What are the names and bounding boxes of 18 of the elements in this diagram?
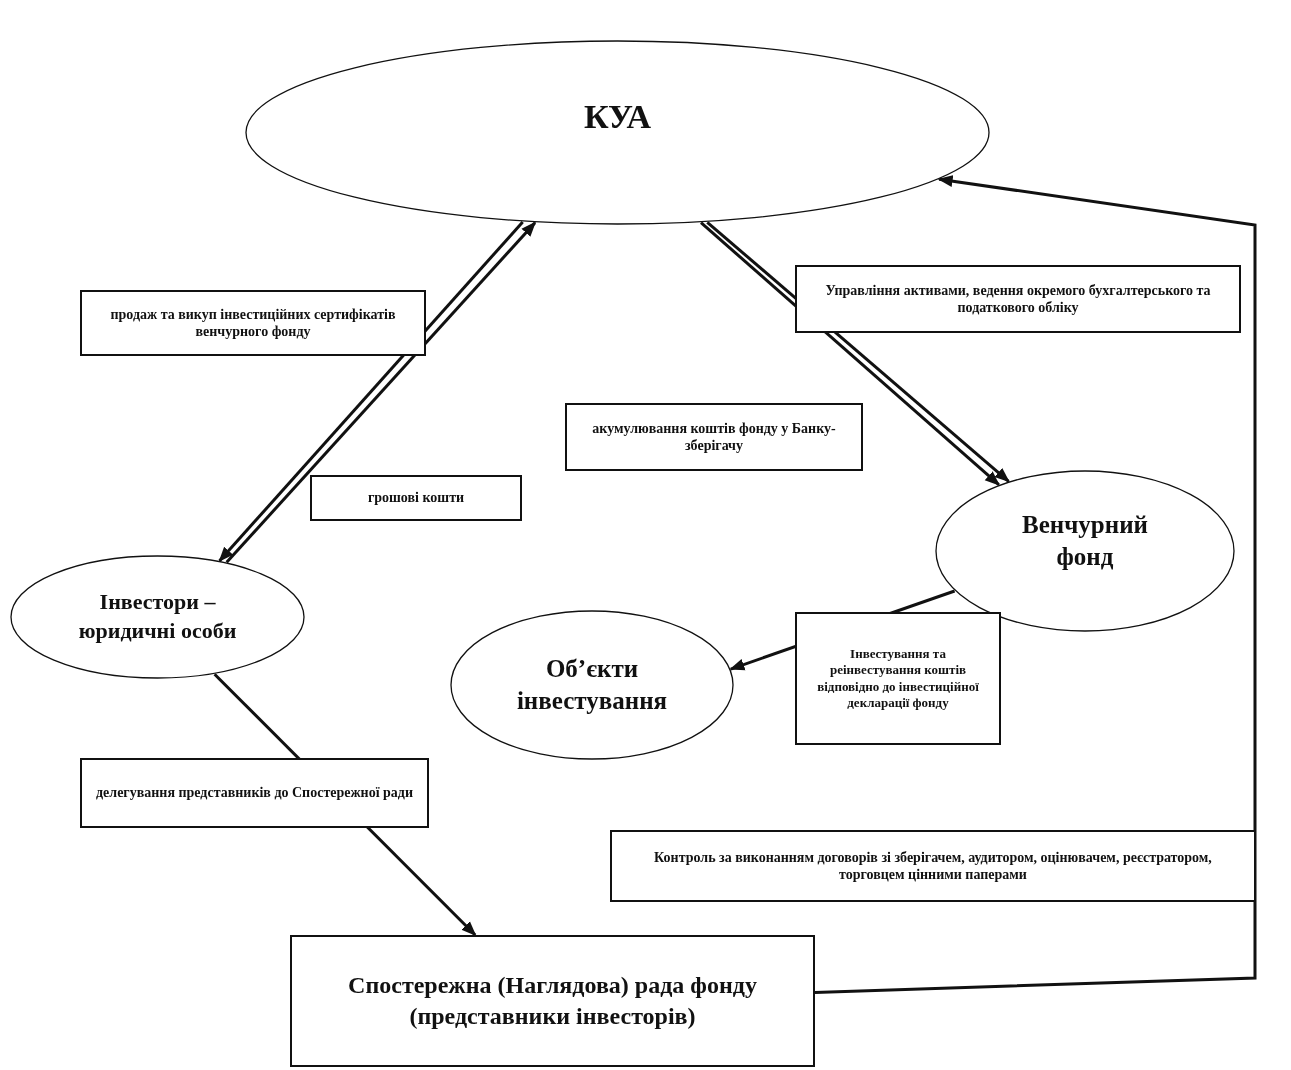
arrow <box>814 175 1257 994</box>
node-label: Спостережна (Наглядова) рада фонду (представники інвесторів) <box>347 970 758 1031</box>
edge-label: грошові кошти <box>310 475 522 521</box>
node-label: Об’єкти інвестування <box>515 653 669 716</box>
process-box <box>290 935 815 1067</box>
ellipse-node <box>245 40 990 225</box>
edge-label: акумулювання коштів фонду у Банку-зберігачу <box>565 403 863 471</box>
node-label: Інвестори – юридичні особи <box>77 588 238 645</box>
node-label: КУА <box>584 97 651 138</box>
edge-label: Контроль за виконанням договорів зі зберігачем, аудитором, оцінювачем, реєстратором, торговцем цінними паперами <box>610 830 1256 902</box>
ellipse-node <box>10 555 305 679</box>
edge-label: Інвестування та реінвестування коштів відповідно до інвестиційної декларації фонду <box>795 612 1001 745</box>
ellipse-node <box>935 470 1235 632</box>
ellipse-node <box>450 610 734 760</box>
edge-label: делегування представників до Спостережної ради <box>80 758 429 828</box>
edge-label: Управління активами, ведення окремого бухгалтерського та податкового обліку <box>795 265 1241 333</box>
edge-label: продаж та викуп інвестиційних сертифікатів венчурного фонду <box>80 290 426 356</box>
node-label: Венчурний фонд <box>1021 509 1149 572</box>
